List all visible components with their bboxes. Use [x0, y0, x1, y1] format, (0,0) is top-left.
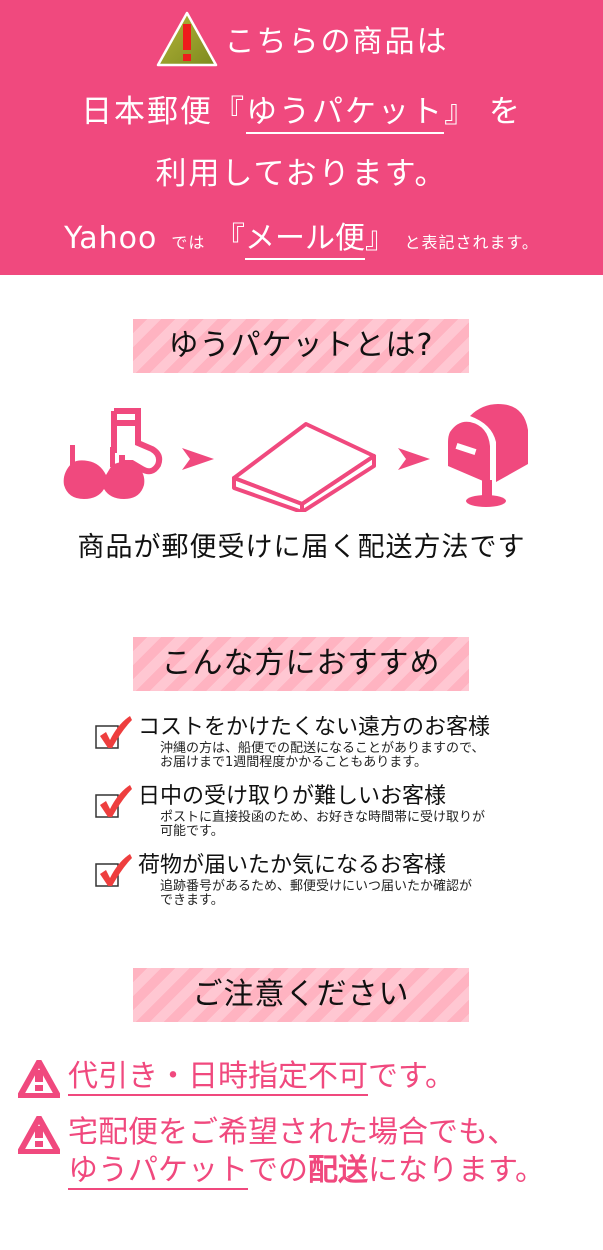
bracket-open: 『: [213, 94, 247, 130]
checkbox-checked-icon: [95, 785, 132, 818]
caution-note-1: 代引き・日時指定不可です。: [18, 1058, 603, 1098]
checkbox-checked-icon: [95, 854, 132, 887]
note-2-line-1: 宅配便をご希望された場合でも、: [68, 1115, 518, 1150]
banner-line-2: 日本郵便『ゆうパケット』 を: [0, 86, 603, 134]
banner-line-4-suffix: と表記されます。: [404, 233, 539, 252]
rec-title: 荷物が届いたか気になるお客様: [138, 853, 447, 878]
caution-notes: 代引き・日時指定不可です。 宅配便をご希望された場合でも、 ゆうパケットでの配送…: [18, 1058, 603, 1190]
arrow-right-icon: [398, 448, 430, 470]
section-heading-recommended: こんな方におすすめ: [133, 637, 469, 691]
yu-packet-highlight: ゆうパケット: [68, 1153, 248, 1190]
dewa-label: では: [171, 233, 206, 252]
note-2-suffix: になります。: [368, 1153, 545, 1188]
warning-icon: [18, 1116, 60, 1154]
banner-line-1-text: こちらの商品は: [224, 24, 449, 60]
rec-desc: 追跡番号があるため、郵便受けにいつ届いたか確認が できます。: [160, 879, 473, 908]
list-item: 日中の受け取りが難しいお客様 ポストに直接投函のため、お好きな時間帯に受け取りが…: [92, 783, 552, 839]
warning-icon: [18, 1060, 60, 1098]
rec-title: 日中の受け取りが難しいお客様: [138, 784, 447, 809]
rec-desc: 沖縄の方は、船便での配送になることがありますので、 お届けまで1週間程度かかるこ…: [160, 741, 485, 770]
list-item: 荷物が届いたか気になるお客様 追跡番号があるため、郵便受けにいつ届いたか確認が …: [92, 852, 552, 908]
banner-line-2-suffix: を: [488, 94, 522, 130]
list-item: コストをかけたくない遠方のお客様 沖縄の方は、船便での配送になることがありますの…: [92, 714, 552, 770]
banner-line-4: Yahoo では 『メール便』 と表記されます。: [0, 213, 603, 260]
mailbox-icon: [448, 404, 528, 507]
checkbox-checked-icon: [95, 716, 132, 749]
yu-packet-highlight: ゆうパケット: [246, 94, 445, 134]
rec-desc: ポストに直接投函のため、お好きな時間帯に受け取りが 可能です。: [160, 810, 486, 839]
section-heading-caution: ご注意ください: [133, 968, 469, 1022]
banner-line-1: こちらの商品は: [0, 11, 603, 72]
yahoo-label: Yahoo: [64, 221, 158, 256]
delivery-flow-diagram: [0, 400, 603, 512]
note-2-line-2: ゆうパケットでの配送になります。: [68, 1152, 603, 1190]
caution-note-2: 宅配便をご希望された場合でも、 ゆうパケットでの配送になります。: [18, 1114, 603, 1190]
banner-line-3: 利用しております。: [155, 156, 448, 192]
package-icon: [232, 422, 376, 512]
note-1-suffix: です。: [368, 1059, 455, 1094]
banner-japan-post: 日本郵便: [81, 94, 214, 130]
arrow-right-icon: [182, 448, 214, 470]
note-2-mid: での: [248, 1153, 308, 1188]
bracket-open: 『: [214, 221, 245, 256]
bracket-close: 』: [444, 94, 478, 130]
recommended-list: コストをかけたくない遠方のお客様 沖縄の方は、船便での配送になることがありますの…: [92, 714, 552, 921]
no-cod-highlight: 代引き・日時指定不可: [68, 1059, 368, 1096]
bracket-close: 』: [364, 221, 395, 256]
rec-title: コストをかけたくない遠方のお客様: [138, 715, 491, 740]
flow-caption: 商品が郵便受けに届く配送方法です: [77, 532, 526, 563]
warning-triangle-icon: [156, 11, 217, 67]
mail-bin-highlight: メール便: [244, 221, 365, 260]
underwear-socks-icon: [63, 408, 163, 499]
delivery-bold: 配送: [308, 1153, 368, 1188]
section-heading-what-is: ゆうパケットとは?: [133, 319, 469, 373]
